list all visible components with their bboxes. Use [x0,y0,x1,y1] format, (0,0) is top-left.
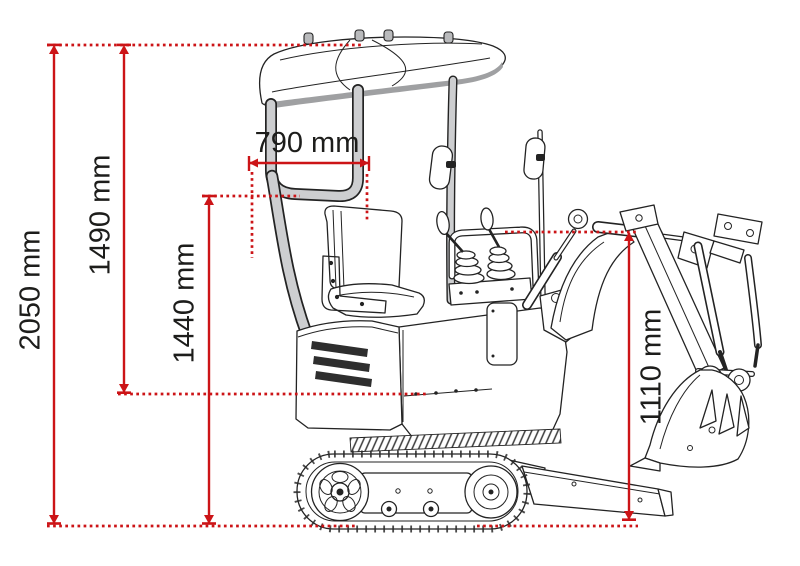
arrow-up-icon [624,232,634,241]
engine-hood [295,320,403,431]
roof-mounting-bumps [303,29,454,45]
dimension-1440: 1440 mm [169,194,300,525]
dimension-2050-label: 2050 mm [15,230,47,351]
arrow-down-icon [624,511,634,520]
bucket [629,369,750,472]
idler-wheel [464,465,518,519]
canopy-roof [258,29,506,109]
arrow-right-icon [360,158,369,168]
dimension-2050: 2050 mm [15,43,61,525]
joystick-levers [436,207,501,253]
dimension-1440-label: 1440 mm [169,243,201,364]
arrow-up-icon [49,45,59,54]
arrow-up-icon [119,45,129,54]
undercarriage [293,428,674,533]
dimension-1490: 1490 mm [85,43,428,396]
arrow-up-icon [204,196,214,205]
joystick-boots [453,246,516,285]
track [293,450,531,533]
boom [550,227,635,341]
arrow-down-icon [119,384,129,393]
dimension-1110-label: 1110 mm [636,309,668,426]
boom-arm-assembly [522,204,763,472]
drive-sprocket [310,462,370,522]
dimension-790-label: 790 mm [255,127,360,159]
dimension-790: 790 mm [247,127,371,258]
side-door-panel [486,302,518,366]
mirror-right [428,145,456,190]
arrow-left-icon [249,158,258,168]
dimension-1490-label: 1490 mm [85,155,117,276]
machine-body [295,302,568,448]
dimension-1110: 1110 mm [505,230,668,521]
arrow-down-icon [204,515,214,524]
hood-vents [311,341,372,387]
excavator-illustration [258,29,763,533]
seat [321,205,425,318]
dimension-annotations: 2050 mm 1490 mm 1440 mm [15,43,668,528]
arrow-down-icon [49,515,59,524]
